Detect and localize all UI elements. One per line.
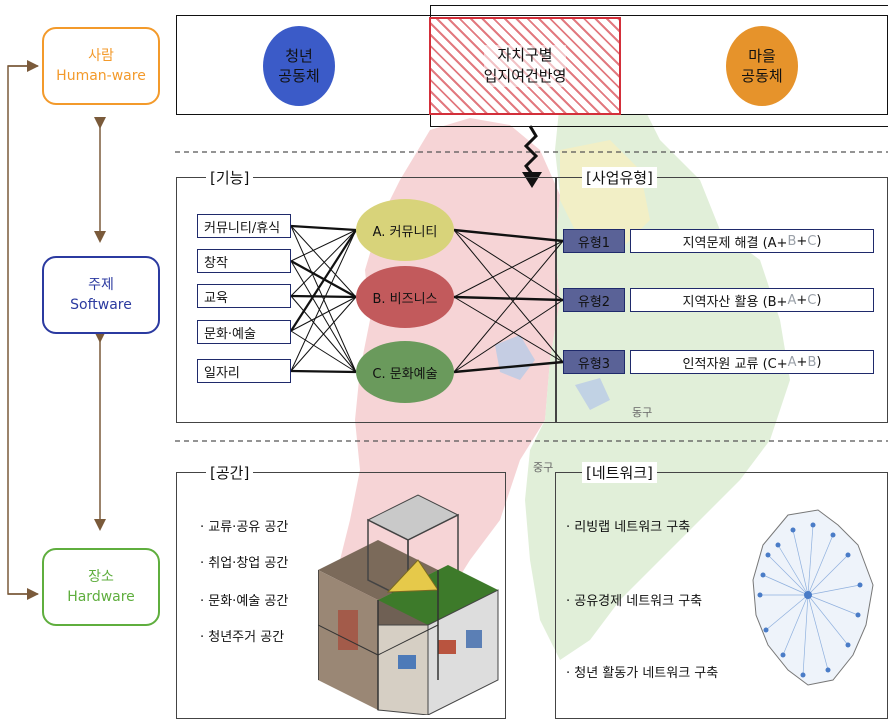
business-type-3: 유형3: [563, 350, 625, 374]
desc-text: +: [796, 233, 808, 249]
software-pill: 주제 Software: [42, 256, 160, 334]
network-item: · 리빙랩 네트워크 구축: [566, 520, 691, 535]
network-item: · 공유경제 네트워크 구축: [566, 594, 703, 609]
desc-muted: B: [807, 354, 817, 370]
human-ware-sub: Human-ware: [56, 68, 146, 84]
function-item: 문화·예술: [197, 320, 291, 344]
category-culture: C. 문화예술: [356, 341, 454, 403]
desc-text: 인적자원 교류 (C+: [682, 356, 788, 372]
function-item: 교육: [197, 284, 291, 308]
zigzag-arrow-icon: [522, 125, 542, 188]
business-desc-3: 인적자원 교류 (C+A+B): [630, 350, 874, 374]
hardware-sub: Hardware: [67, 589, 135, 605]
category-community-label: A. 커뮤니티: [372, 224, 438, 240]
business-type-1: 유형1: [563, 229, 625, 253]
function-item: 커뮤니티/휴식: [197, 214, 291, 238]
category-business: B. 비즈니스: [356, 266, 454, 328]
district-condition-box: 자치구별 입지여건반영: [429, 17, 621, 115]
desc-text: ): [816, 354, 822, 370]
desc-text: 지역자산 활용 (B+: [682, 294, 788, 310]
human-ware-label: 사람: [88, 48, 114, 64]
business-title: [사업유형]: [582, 167, 657, 188]
desc-muted: B: [787, 233, 797, 249]
desc-muted: A: [787, 292, 797, 308]
village-community-label: 마을 공동체: [741, 47, 783, 85]
map-label-middle: 중구: [533, 461, 554, 474]
space-item: · 취업·창업 공간: [200, 556, 289, 571]
desc-text: ): [816, 233, 822, 249]
space-item: · 청년주거 공간: [200, 630, 285, 645]
desc-muted: A: [787, 354, 797, 370]
business-type-2: 유형2: [563, 288, 625, 312]
hardware-label: 장소: [88, 569, 114, 585]
desc-muted: C: [807, 292, 817, 308]
desc-text: +: [796, 292, 808, 308]
village-community-circle: 마을 공동체: [726, 26, 798, 106]
district-condition-label: 자치구별 입지여건반영: [483, 45, 567, 87]
software-sub: Software: [70, 297, 132, 313]
space-title: [공간]: [206, 462, 254, 483]
desc-text: 지역문제 해결 (A+: [682, 235, 788, 251]
category-community: A. 커뮤니티: [356, 199, 454, 261]
functions-title: [기능]: [206, 167, 254, 188]
desc-text: ): [816, 292, 822, 308]
function-item: 창작: [197, 249, 291, 273]
desc-muted: C: [807, 233, 817, 249]
network-map-icon: [752, 509, 874, 686]
axis-connectors: [7, 60, 106, 600]
map-label-east: 동구: [632, 406, 653, 419]
hardware-pill: 장소 Hardware: [42, 548, 160, 626]
function-item: 일자리: [197, 359, 291, 383]
human-ware-pill: 사람 Human-ware: [42, 27, 160, 105]
network-title: [네트워크]: [582, 462, 657, 483]
software-label: 주제: [88, 277, 114, 293]
business-desc-2: 지역자산 활용 (B+A+C): [630, 288, 874, 312]
space-item: · 문화·예술 공간: [200, 594, 289, 609]
category-culture-label: C. 문화예술: [372, 366, 438, 382]
network-item: · 청년 활동가 네트워크 구축: [566, 666, 719, 681]
youth-community-label: 청년 공동체: [278, 47, 320, 85]
building-illustration: [318, 494, 499, 715]
space-item: · 교류·공유 공간: [200, 520, 289, 535]
business-desc-1: 지역문제 해결 (A+B+C): [630, 229, 874, 253]
desc-text: +: [796, 354, 808, 370]
category-business-label: B. 비즈니스: [372, 291, 438, 307]
youth-community-circle: 청년 공동체: [263, 26, 335, 106]
